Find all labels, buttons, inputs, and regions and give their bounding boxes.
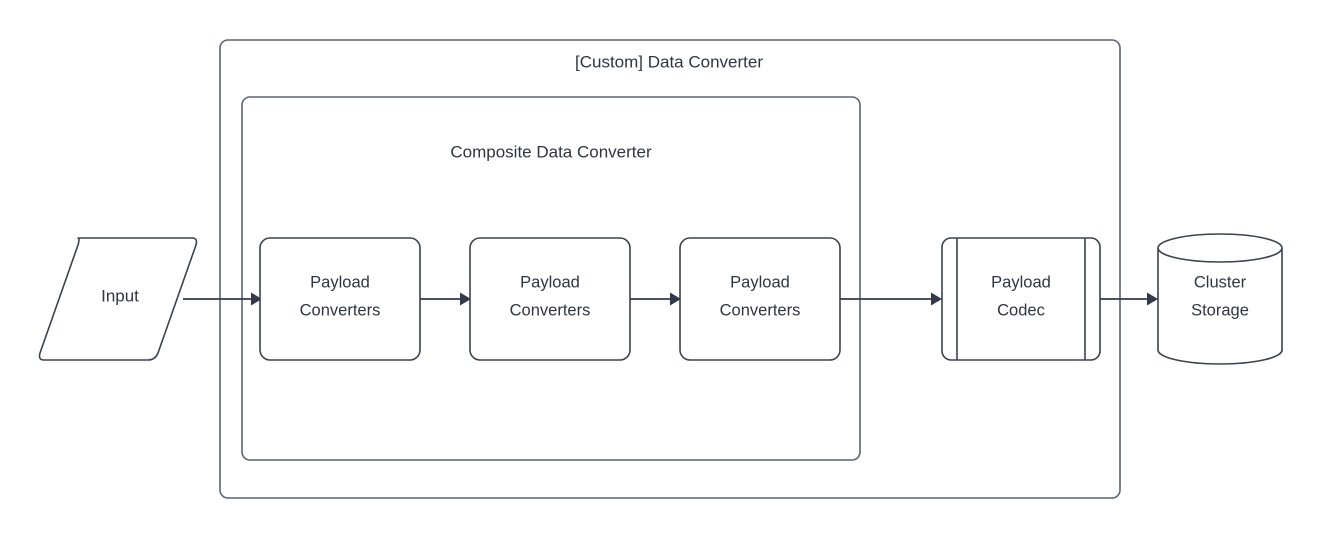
payload-converters-3-node[interactable] bbox=[679, 237, 841, 361]
composite-data-converter-title: Composite Data Converter bbox=[450, 142, 652, 161]
payload-converters-2-node[interactable] bbox=[469, 237, 631, 361]
edge-converter-1-to-converter-2 bbox=[420, 292, 471, 306]
composite-data-converter-container bbox=[241, 96, 861, 461]
payload-converters-1-label-line1: Payload bbox=[310, 273, 370, 291]
custom-data-converter-container bbox=[219, 39, 1121, 499]
payload-converters-3-label-line1: Payload bbox=[730, 273, 790, 291]
custom-data-converter-title: [Custom] Data Converter bbox=[575, 52, 763, 71]
input-node[interactable] bbox=[38, 237, 198, 361]
edge-converter-2-to-converter-3 bbox=[630, 292, 681, 306]
payload-codec-node[interactable] bbox=[941, 237, 1101, 361]
payload-converters-3-label-line2: Converters bbox=[720, 301, 801, 319]
cluster-storage-label-line1: Cluster bbox=[1194, 273, 1247, 291]
payload-converters-1-label-line2: Converters bbox=[300, 301, 381, 319]
input-node-label: Input bbox=[101, 286, 139, 305]
payload-converters-2-label-line1: Payload bbox=[520, 273, 580, 291]
payload-codec-label-line2: Codec bbox=[997, 301, 1045, 319]
edge-payload-codec-to-cluster-storage bbox=[1100, 292, 1158, 306]
payload-converters-2-label-line2: Converters bbox=[510, 301, 591, 319]
cluster-storage-node[interactable] bbox=[1157, 233, 1283, 365]
cluster-storage-label-line2: Storage bbox=[1191, 301, 1249, 319]
payload-codec-label-line1: Payload bbox=[991, 273, 1051, 291]
edge-converter-3-to-payload-codec bbox=[840, 292, 942, 306]
payload-converters-1-node[interactable] bbox=[259, 237, 421, 361]
edge-input-to-converter-1 bbox=[183, 292, 262, 306]
